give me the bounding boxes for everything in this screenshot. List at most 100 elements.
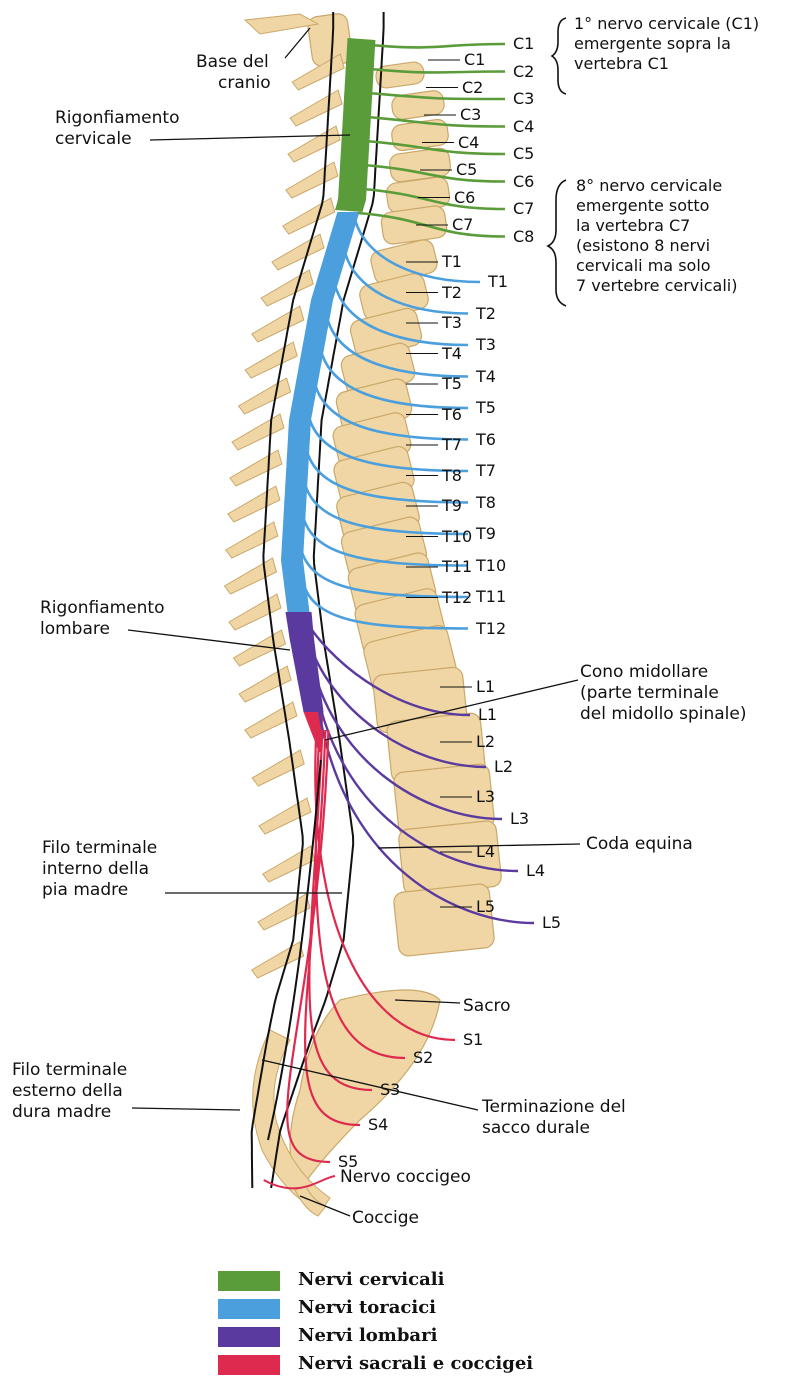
- label-terminazione-sacco-durale: Terminazione del sacco durale: [482, 1097, 626, 1139]
- spinous-process: [288, 126, 340, 162]
- nerve-label-c2: C2: [513, 63, 534, 81]
- spinous-process: [272, 234, 324, 270]
- label-filo-terminale-interno: Filo terminale interno della pia madre: [42, 838, 157, 901]
- legend-label-thoracic: Nervi toracici: [298, 1297, 436, 1319]
- nerve-label-c5: C5: [513, 145, 534, 163]
- nerve-label-t6: T6: [476, 431, 496, 449]
- legend-label-sacral: Nervi sacrali e coccigei: [298, 1353, 533, 1375]
- label-base-cranio: Base del cranio: [196, 52, 271, 94]
- vertebral-body: [391, 89, 446, 120]
- spinous-process: [232, 414, 284, 450]
- spinous-process: [286, 162, 338, 198]
- vertebra-label-l1: L1: [476, 678, 495, 696]
- spinous-process: [261, 270, 313, 306]
- spinous-process: [263, 846, 315, 882]
- vertebra-label-l2: L2: [476, 733, 495, 751]
- nerve-label-s2: S2: [413, 1049, 433, 1067]
- vertebra-label-l5: L5: [476, 898, 495, 916]
- nerve-label-t5: T5: [476, 399, 496, 417]
- nerve-label-s4: S4: [368, 1116, 388, 1134]
- vertebra-label-c1: C1: [464, 51, 485, 69]
- nerve-label-l4: L4: [526, 862, 545, 880]
- vertebra-label-c6: C6: [454, 189, 475, 207]
- nerve-label-s1: S1: [463, 1031, 483, 1049]
- spinous-process: [290, 90, 342, 126]
- legend-item-lumbar: Nervi lombari: [218, 1324, 618, 1352]
- legend-label-lumbar: Nervi lombari: [298, 1325, 437, 1347]
- nerve-label-t12: T12: [476, 620, 506, 638]
- label-sacro: Sacro: [463, 996, 511, 1017]
- spinous-process: [245, 342, 297, 378]
- leader-base-cranio: [285, 28, 310, 58]
- spinous-process: [230, 450, 282, 486]
- nerve-label-t11: T11: [476, 588, 506, 606]
- legend-swatch-sacral: [218, 1355, 280, 1375]
- vertebra-label-c2: C2: [462, 79, 483, 97]
- spinous-process: [226, 522, 278, 558]
- nerve-label-l3: L3: [510, 810, 529, 828]
- nerve-label-t4: T4: [476, 368, 496, 386]
- label-rigonfiamento-lombare: Rigonfiamento lombare: [40, 598, 165, 640]
- label-filo-terminale-esterno: Filo terminale esterno della dura madre: [12, 1060, 127, 1123]
- vertebra-label-t12: T12: [442, 589, 472, 607]
- legend-item-sacral: Nervi sacrali e coccigei: [218, 1352, 618, 1380]
- nerve-label-c8: C8: [513, 228, 534, 246]
- nerve-label-c6: C6: [513, 173, 534, 191]
- spinous-process: [239, 666, 291, 702]
- nerve-label-c4: C4: [513, 118, 534, 136]
- spinous-process: [259, 798, 311, 834]
- legend-swatch-lumbar: [218, 1327, 280, 1347]
- nerve-label-t10: T10: [476, 557, 506, 575]
- leader-filo-esterno: [132, 1108, 240, 1110]
- nerve-label-l1: L1: [478, 706, 497, 724]
- vertebra-label-t10: T10: [442, 528, 472, 546]
- spinous-process: [258, 894, 310, 930]
- legend-swatch-thoracic: [218, 1299, 280, 1319]
- nerve-label-t8: T8: [476, 494, 496, 512]
- vertebra-label-c3: C3: [460, 106, 481, 124]
- spinous-process: [229, 594, 281, 630]
- spinous-process: [283, 198, 335, 234]
- vertebra-label-t3: T3: [442, 314, 462, 332]
- nerve-label-s3: S3: [380, 1081, 400, 1099]
- note-first-cervical-nerve: 1° nervo cervicale (C1) emergente sopra …: [574, 14, 759, 74]
- brace-c8-note: [548, 180, 566, 306]
- vertebra-label-c5: C5: [456, 161, 477, 179]
- nerve-c1: [371, 44, 505, 47]
- nerve-label-t1: T1: [488, 273, 508, 291]
- legend: Nervi cervicali Nervi toracici Nervi lom…: [218, 1268, 618, 1380]
- legend-label-cervical: Nervi cervicali: [298, 1269, 444, 1291]
- spinous-process: [252, 750, 304, 786]
- nerve-label-c3: C3: [513, 90, 534, 108]
- vertebra-label-l3: L3: [476, 788, 495, 806]
- vertebra-label-t1: T1: [442, 253, 462, 271]
- nerve-label-t2: T2: [476, 305, 496, 323]
- nerve-label-s5: S5: [338, 1153, 358, 1171]
- nerve-label-l2: L2: [494, 758, 513, 776]
- spinous-process: [252, 942, 304, 978]
- label-coccige: Coccige: [352, 1208, 419, 1229]
- spinous-process: [228, 486, 280, 522]
- vertebra-label-t6: T6: [442, 406, 462, 424]
- spinous-process: [239, 378, 291, 414]
- vertebra-label-t5: T5: [442, 375, 462, 393]
- label-rigonfiamento-cervicale: Rigonfiamento cervicale: [55, 108, 180, 150]
- nerve-label-l5: L5: [542, 914, 561, 932]
- spinous-process: [245, 702, 297, 738]
- vertebra-label-t8: T8: [442, 467, 462, 485]
- spinous-process: [252, 306, 304, 342]
- vertebra-label-t11: T11: [442, 558, 472, 576]
- vertebral-body: [307, 12, 354, 67]
- note-eighth-cervical-nerve: 8° nervo cervicale emergente sotto la ve…: [576, 176, 737, 296]
- nerve-label-t3: T3: [476, 336, 496, 354]
- legend-item-cervical: Nervi cervicali: [218, 1268, 618, 1296]
- nerve-label-t9: T9: [476, 525, 496, 543]
- vertebra-label-l4: L4: [476, 843, 495, 861]
- brace-c1-note: [552, 18, 566, 94]
- label-nervo-coccigeo: Nervo coccigeo: [340, 1167, 471, 1188]
- vertebral-body: [393, 883, 495, 957]
- vertebra-label-t4: T4: [442, 345, 462, 363]
- label-coda-equina: Coda equina: [586, 834, 693, 855]
- nerve-label-t7: T7: [476, 462, 496, 480]
